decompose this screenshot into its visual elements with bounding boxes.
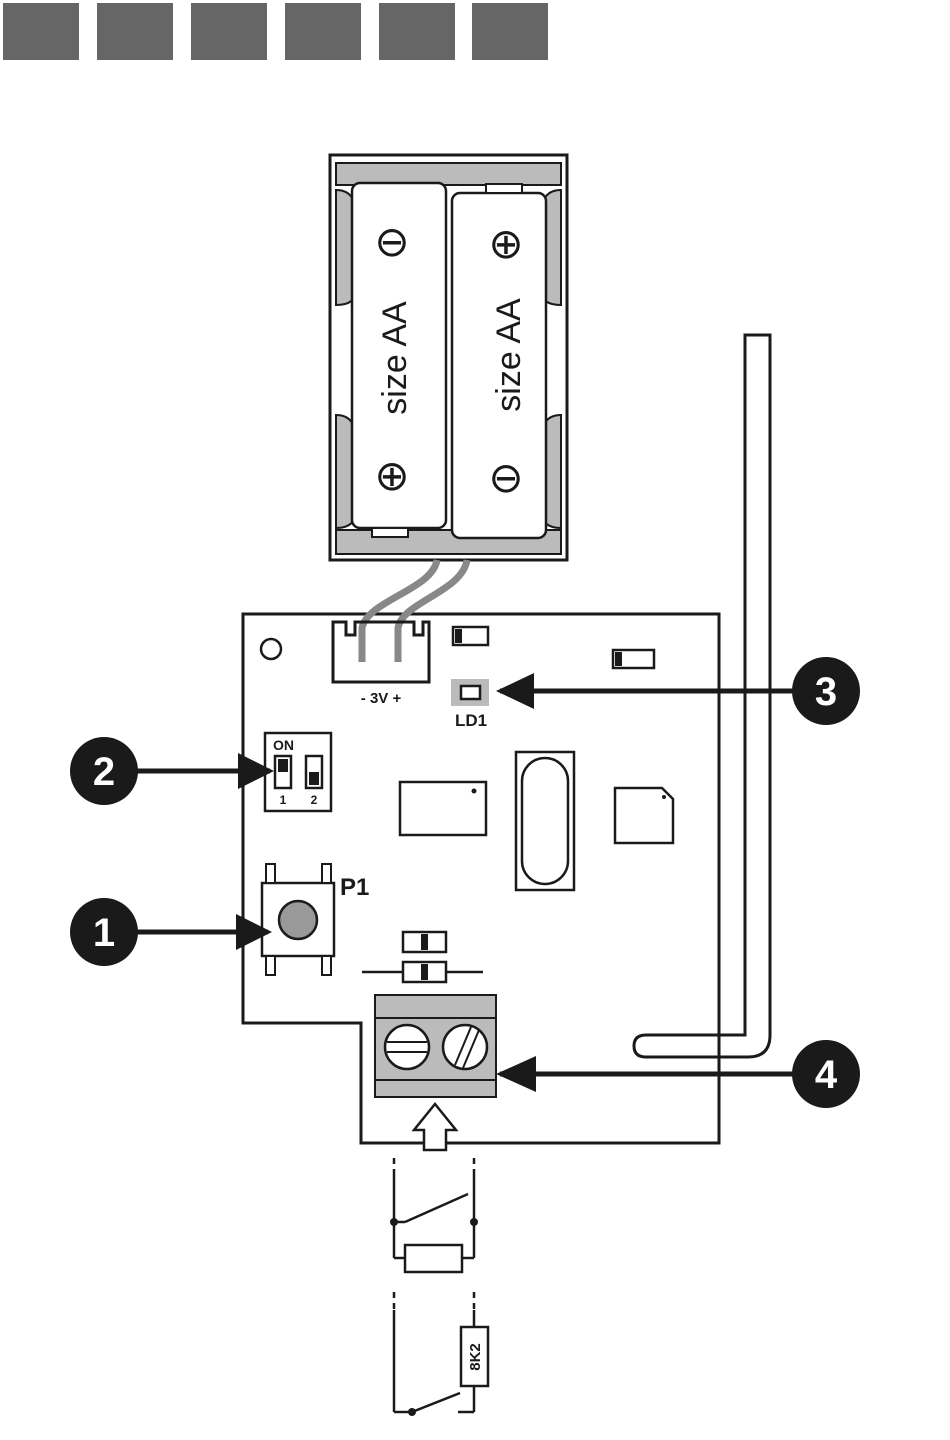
dip-on-label: ON xyxy=(273,737,294,753)
ic-chip xyxy=(400,782,486,835)
led-ld1 xyxy=(451,679,489,706)
smd-component-1 xyxy=(453,627,488,645)
battery-holder: ⊖ size AA ⊕ ⊕ size AA ⊖ xyxy=(330,155,567,560)
left-cell-top-polarity: ⊖ xyxy=(374,218,409,265)
terminal-block[interactable] xyxy=(375,995,496,1097)
power-connector xyxy=(333,622,429,682)
callout-2-number: 2 xyxy=(93,750,115,794)
resistor-label: 8K2 xyxy=(467,1343,484,1371)
terminal-screw-1[interactable] xyxy=(385,1025,429,1069)
no-switch-pivot xyxy=(408,1408,416,1416)
callout-1-number: 1 xyxy=(93,911,115,955)
nc-switch-pivot xyxy=(390,1218,398,1226)
left-cell-bottom-polarity: ⊕ xyxy=(374,452,409,499)
left-aa-cell: ⊖ size AA ⊕ xyxy=(352,183,446,537)
parallel-resistor xyxy=(405,1245,462,1272)
callout-3: 3 xyxy=(496,657,860,725)
dip-switch-2-label: 2 xyxy=(311,793,318,807)
push-button-p1[interactable] xyxy=(262,864,334,975)
right-cell-bottom-polarity: ⊖ xyxy=(488,454,523,501)
callout-4-number: 4 xyxy=(815,1053,838,1097)
led-label: LD1 xyxy=(455,711,487,730)
power-label: - 3V + xyxy=(361,690,402,707)
nc-circuit xyxy=(394,1158,474,1258)
nc-switch-contact xyxy=(470,1218,478,1226)
dip-switch-2-lever xyxy=(309,772,319,785)
antenna-wire xyxy=(634,335,770,1057)
button-label: P1 xyxy=(340,874,369,901)
mounting-hole xyxy=(261,639,281,659)
dip-switch-1-label: 1 xyxy=(280,793,287,807)
left-cell-label: size AA xyxy=(376,301,414,415)
smd-component-2 xyxy=(613,650,654,668)
right-aa-cell: ⊕ size AA ⊖ xyxy=(452,184,546,538)
right-cell-label: size AA xyxy=(490,298,528,412)
smd-diode xyxy=(403,932,446,952)
right-cell-top-polarity: ⊕ xyxy=(488,220,523,267)
callout-3-number: 3 xyxy=(815,670,837,714)
axial-resistor xyxy=(362,962,483,982)
dip-switch-1-lever xyxy=(278,759,288,772)
square-chip xyxy=(615,788,673,843)
crystal-oscillator xyxy=(516,752,574,890)
